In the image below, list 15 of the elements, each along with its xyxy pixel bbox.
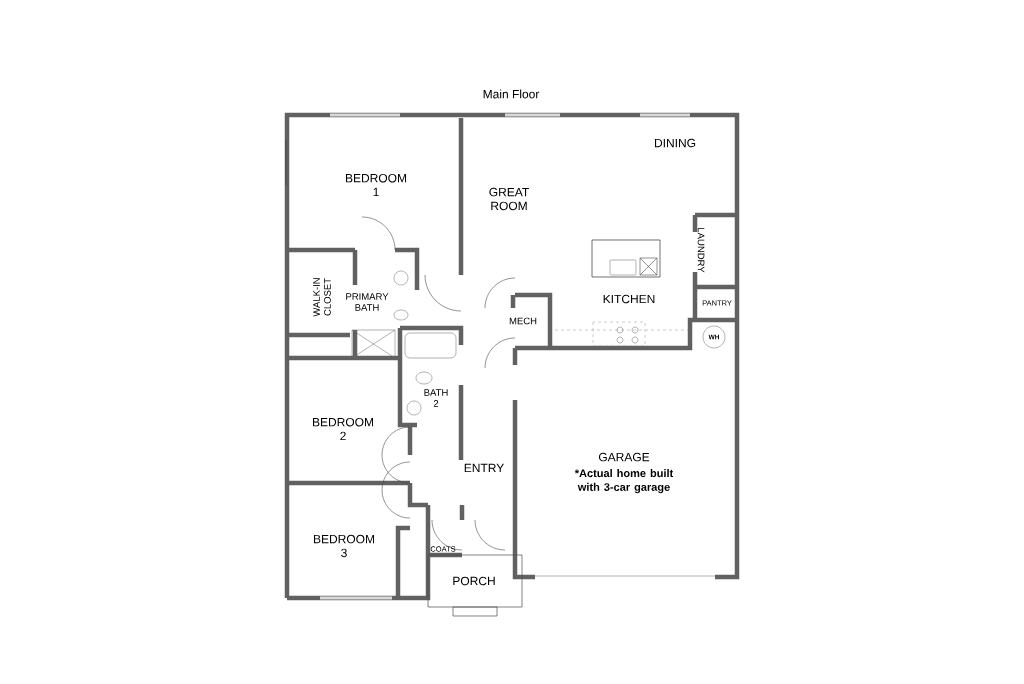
room-label: LAUNDRY <box>697 228 705 273</box>
title: Main Floor <box>483 89 540 99</box>
room-label: KITCHEN <box>603 294 655 304</box>
room-label: GARAGE *Actual home built with 3-car garage <box>574 452 674 494</box>
room-label: WALK-IN CLOSET <box>313 278 331 317</box>
room-label: MECH <box>509 317 537 325</box>
room-label: GREAT ROOM <box>489 187 529 211</box>
room-label: BEDROOM 2 <box>313 417 373 441</box>
room-label: DINING <box>655 138 696 148</box>
room-label: PORCH <box>453 576 495 586</box>
room-label: ENTRY <box>464 463 504 473</box>
room-label: PRIMARY BATH <box>346 293 389 311</box>
room-label: BATH 2 <box>424 389 448 407</box>
room-label: BEDROOM 1 <box>346 173 406 197</box>
room-label: BEDROOM 3 <box>314 534 374 558</box>
